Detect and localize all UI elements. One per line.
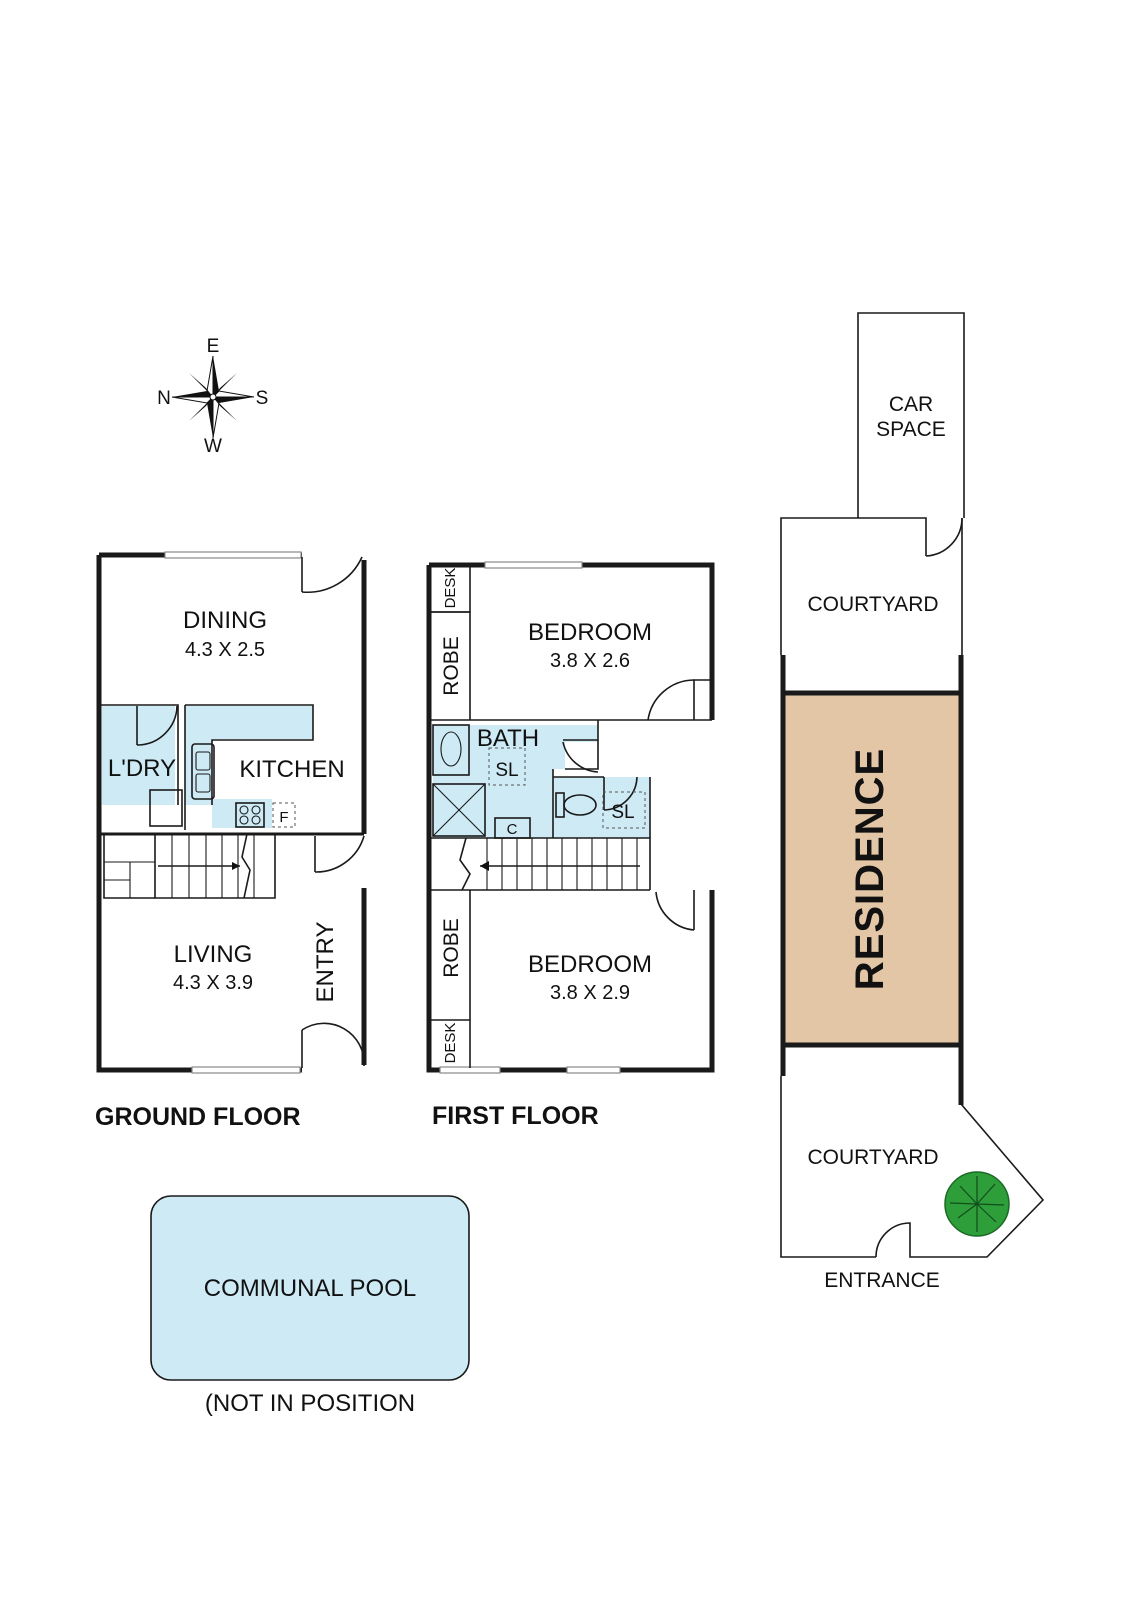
bath-label: BATH	[477, 725, 539, 752]
first-floor-title: FIRST FLOOR	[432, 1102, 599, 1130]
pool-shape	[150, 1195, 470, 1381]
living-room-label: LIVING	[174, 941, 253, 968]
shower-icon	[432, 783, 486, 837]
car-space-outline	[857, 312, 965, 518]
bedroom-1-label: BEDROOM	[528, 619, 652, 646]
ground-floor-title: GROUND FLOOR	[95, 1103, 301, 1131]
wc-door-icon	[603, 776, 638, 811]
dining-room-label: DINING	[183, 607, 267, 634]
laundry-trough-icon	[149, 789, 183, 827]
front-door-icon	[301, 1022, 365, 1068]
robe-2-label: ROBE	[440, 918, 463, 978]
kitchen-sink-icon	[191, 743, 215, 800]
compass-north-label: N	[157, 388, 171, 409]
ground-floor-plan: F DINING 4.3	[95, 550, 369, 1131]
laundry-room-label: L'DRY	[108, 755, 176, 782]
desk-1-label: DESK	[442, 568, 459, 609]
car-space-label-line1: CAR	[889, 393, 933, 416]
bedroom-2-door-icon	[655, 890, 695, 931]
tree-icon	[944, 1171, 1010, 1237]
dining-room-size: 4.3 X 2.5	[185, 639, 265, 661]
wc-skylight	[602, 791, 646, 829]
bedroom-2-size: 3.8 X 2.9	[550, 982, 630, 1004]
wc-skylight-label: SL	[611, 802, 634, 823]
bath-skylight	[488, 747, 526, 786]
compass-star-icon	[171, 355, 255, 439]
compass-west-label: W	[204, 436, 222, 457]
residence-block	[780, 690, 964, 1048]
site-plan: CAR SPACE COURTYARD RESIDENCE COURTYARD …	[780, 312, 1045, 1292]
bath-wet-area	[433, 725, 598, 838]
entry-label: ENTRY	[312, 922, 339, 1003]
first-stairs-icon	[431, 837, 651, 891]
entrance-label: ENTRANCE	[824, 1269, 940, 1292]
bedroom-1-door-icon	[647, 679, 712, 721]
compass-east-label: E	[207, 336, 220, 357]
bath-skylight-label: SL	[495, 760, 518, 781]
bedroom-2-label: BEDROOM	[528, 951, 652, 978]
kitchen-wet-area	[185, 706, 313, 805]
pool-note: (NOT IN POSITION	[205, 1390, 415, 1417]
kitchen-room-label: KITCHEN	[239, 756, 344, 783]
living-room-size: 4.3 X 3.9	[173, 972, 253, 994]
ground-stairs-icon	[103, 833, 276, 899]
compass-south-label: S	[256, 388, 269, 409]
wc-wet-area	[553, 777, 650, 838]
first-floor-plan: C BEDROOM 3.	[426, 561, 715, 1130]
fridge-space	[272, 802, 296, 828]
pool-label: COMMUNAL POOL	[204, 1275, 416, 1302]
robe-1-label: ROBE	[440, 636, 463, 696]
communal-pool: COMMUNAL POOL (NOT IN POSITION	[150, 1195, 470, 1417]
dining-door-icon	[301, 556, 363, 594]
desk-2-label: DESK	[442, 1023, 459, 1064]
courtyard-top-label: COURTYARD	[807, 593, 938, 616]
residence-label: RESIDENCE	[848, 748, 892, 990]
fridge-label: F	[279, 809, 288, 826]
cupboard-label: C	[507, 821, 518, 838]
bedroom-2-window-right	[566, 1066, 621, 1074]
living-window	[191, 1066, 301, 1074]
bedroom-1-size: 3.8 X 2.6	[550, 650, 630, 672]
bedroom-1-window	[484, 561, 583, 569]
bathtub-icon	[432, 724, 470, 776]
courtyard-bottom-label: COURTYARD	[807, 1146, 938, 1169]
laundry-wet-area	[102, 706, 175, 805]
entry-door-icon	[314, 835, 365, 873]
car-space-label-line2: SPACE	[876, 418, 946, 441]
cooktop-icon	[235, 802, 265, 828]
laundry-door-icon	[136, 705, 178, 746]
dining-window	[164, 551, 302, 559]
compass-rose: E N S W	[157, 336, 268, 457]
bath-door-icon	[562, 739, 599, 773]
toilet-icon	[555, 792, 597, 818]
